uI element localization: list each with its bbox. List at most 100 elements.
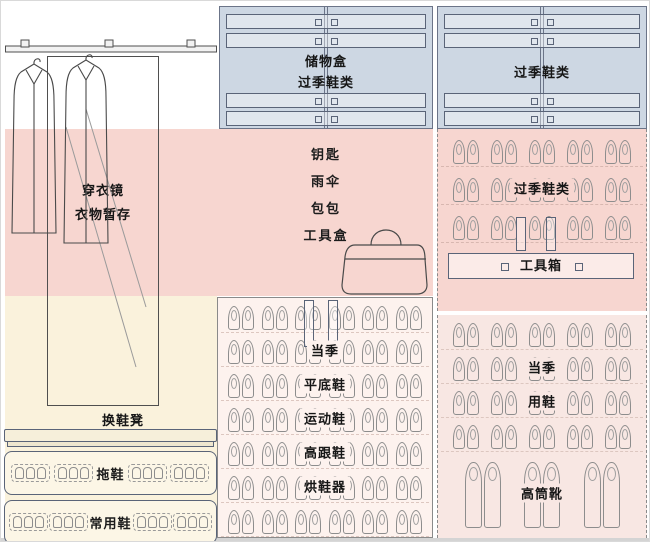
image-bottom-edge — [1, 538, 649, 541]
shoe-row: 过季鞋类 — [441, 171, 643, 205]
shoe-pair-icon — [362, 374, 389, 398]
shoe-icon — [605, 425, 617, 449]
shoe-pair-icon — [605, 216, 631, 240]
shoe-row — [221, 503, 429, 537]
shoe-icon — [362, 408, 375, 432]
slipper-icon — [68, 467, 78, 479]
shoe-pair-icon — [228, 374, 255, 398]
slipper-box-icon — [53, 464, 93, 482]
shoe-pair-icon — [261, 374, 288, 398]
shoe-row: 平底鞋 — [221, 367, 429, 401]
shoe-icon — [409, 340, 422, 364]
shoe-pair-icon — [453, 357, 479, 381]
shoe-icon — [376, 476, 389, 500]
shoe-icon — [453, 425, 465, 449]
shoe-icon — [605, 178, 617, 202]
shoe-pair-icon — [362, 408, 389, 432]
shoe-pair-icon — [567, 425, 593, 449]
shoe-pair-icon — [491, 357, 517, 381]
shoe-pair-icon — [228, 408, 255, 432]
storage-bin — [226, 33, 426, 48]
shoe-icon — [261, 442, 274, 466]
shoe-icon — [619, 425, 631, 449]
shoe-icon — [529, 323, 541, 347]
bench-zone-background — [5, 296, 217, 539]
shoe-icon — [453, 323, 465, 347]
shoe-icon — [309, 306, 322, 330]
slipper-icon — [176, 516, 186, 528]
bench-label: 换鞋凳 — [101, 413, 144, 428]
shoe-icon — [342, 306, 355, 330]
slipper-icon — [136, 516, 146, 528]
shoe-icon — [467, 178, 479, 202]
shoe-pair-icon — [529, 323, 555, 347]
shoe-icon — [242, 408, 255, 432]
shoe-icon — [261, 374, 274, 398]
shoe-icon — [581, 425, 593, 449]
shoe-pair-icon — [295, 510, 322, 534]
slipper-icon — [64, 516, 74, 528]
shoe-row: 高跟鞋 — [221, 435, 429, 469]
storage-bin — [444, 14, 640, 29]
shoe-pair-icon — [228, 340, 255, 364]
shoe-icon — [491, 357, 503, 381]
shoe-icon — [491, 216, 503, 240]
row-label-boots: 高筒靴 — [516, 483, 568, 503]
shoe-icon — [362, 374, 375, 398]
slipper-icon — [153, 467, 163, 479]
shoe-icon — [505, 140, 517, 164]
shoe-pair-icon — [295, 306, 322, 330]
slipper-box-icon — [127, 464, 167, 482]
shoe-row: 烘鞋器 — [221, 469, 429, 503]
shoe-icon — [467, 357, 479, 381]
shoe-icon — [342, 510, 355, 534]
shoe-icon — [242, 340, 255, 364]
shoe-row: 运动鞋 — [221, 401, 429, 435]
shoe-pair-icon — [453, 425, 479, 449]
shoe-icon — [543, 323, 555, 347]
shoe-icon — [228, 340, 241, 364]
shoe-pair-icon — [395, 408, 422, 432]
toolbox-label: 工具箱 — [519, 258, 562, 273]
shoe-pair-icon — [453, 391, 479, 415]
bench-seat — [4, 429, 217, 442]
slipper-box-icon — [49, 513, 89, 531]
shoe-pair-icon — [261, 442, 288, 466]
shoe-icon — [467, 391, 479, 415]
shoe-icon — [228, 408, 241, 432]
slipper-icon — [79, 467, 89, 479]
shoe-icon — [453, 140, 465, 164]
slipper-icon — [198, 516, 208, 528]
shoe-row — [221, 299, 429, 333]
cabinet-divider — [540, 7, 544, 128]
shoe-icon — [543, 140, 555, 164]
row-label-heels: 高跟鞋 — [299, 442, 351, 461]
shoe-icon — [581, 323, 593, 347]
slipper-icon — [15, 467, 25, 479]
shoe-icon — [409, 408, 422, 432]
shoe-icon — [619, 323, 631, 347]
shoe-pair-icon — [605, 425, 631, 449]
door-handle — [546, 217, 556, 251]
shoe-pair-icon — [567, 391, 593, 415]
shoe-icon — [376, 442, 389, 466]
cabinet-divider — [324, 7, 328, 128]
shoe-icon — [275, 408, 288, 432]
shoe-pair-icon — [567, 357, 593, 381]
slipper-icon — [147, 516, 157, 528]
shoe-icon — [362, 510, 375, 534]
shoe-pair-icon — [567, 323, 593, 347]
shoe-icon — [453, 391, 465, 415]
entry-item-bags: 包包 — [310, 201, 341, 216]
shoe-pair-icon — [261, 408, 288, 432]
row-label-sneakers: 运动鞋 — [299, 408, 351, 427]
boot-icon — [583, 462, 601, 528]
slipper-icon — [196, 467, 206, 479]
shoe-icon — [567, 140, 579, 164]
top-middle-cabinet: 储物盒 过季鞋类 — [219, 6, 433, 129]
shoe-icon — [467, 425, 479, 449]
shoe-icon — [275, 510, 288, 534]
entry-item-toolbox: 工具盒 — [303, 228, 349, 243]
shoe-icon — [567, 391, 579, 415]
